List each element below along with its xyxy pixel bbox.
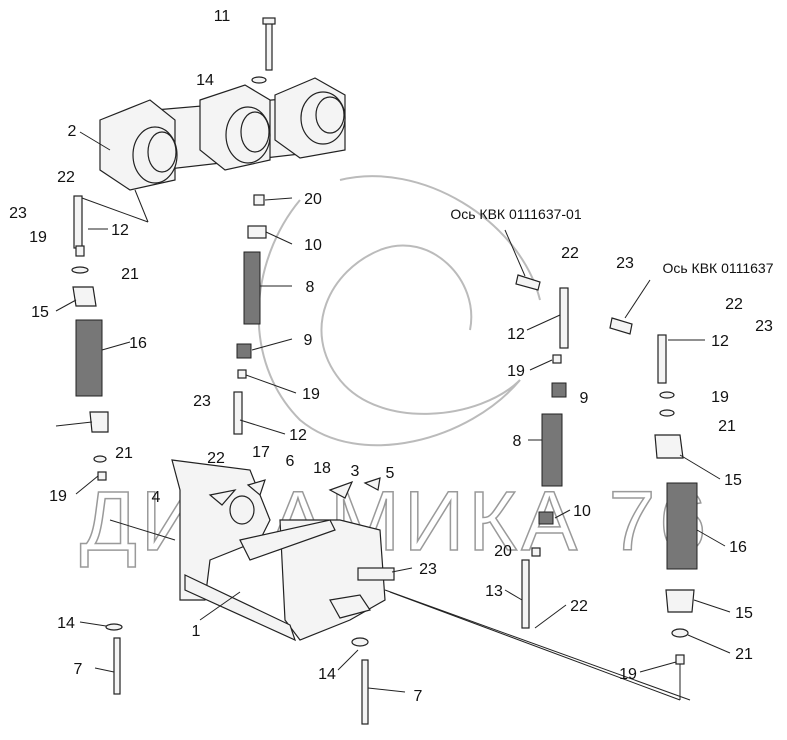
callout-23: 23 — [755, 318, 773, 335]
callout-22: 22 — [725, 296, 743, 313]
callout-15: 15 — [735, 605, 753, 622]
callout-13: 13 — [485, 583, 503, 600]
callout-22: 22 — [57, 169, 75, 186]
watermark-text: ДИНАМИКА 76 — [80, 474, 710, 568]
callout-20: 20 — [304, 191, 322, 208]
bolt-11 — [251, 17, 276, 84]
callout-21: 21 — [735, 646, 753, 663]
callout-22: 22 — [561, 245, 579, 262]
bearing-housings-2 — [99, 77, 346, 191]
callout-15: 15 — [724, 472, 742, 489]
callout-19: 19 — [619, 666, 637, 683]
callout-9: 9 — [304, 332, 313, 349]
callout-9: 9 — [580, 390, 589, 407]
callout-12: 12 — [111, 222, 129, 239]
center-spring-assembly — [233, 194, 267, 435]
callout-23: 23 — [616, 255, 634, 272]
callout-17: 17 — [252, 444, 270, 461]
callout-22: 22 — [207, 450, 225, 467]
callout-10: 10 — [304, 237, 322, 254]
callout-8: 8 — [513, 433, 522, 450]
frame-1 — [171, 459, 395, 642]
callout-21: 21 — [121, 266, 139, 283]
callout-3: 3 — [351, 463, 360, 480]
callout-23: 23 — [419, 561, 437, 578]
callout-21: 21 — [115, 445, 133, 462]
callout-14: 14 — [57, 615, 75, 632]
callout-19: 19 — [29, 229, 47, 246]
callout-21: 21 — [718, 418, 736, 435]
callout-19: 19 — [49, 488, 67, 505]
right-spring-assembly — [609, 317, 698, 665]
bolt-7-center — [351, 637, 369, 725]
callout-14: 14 — [196, 72, 214, 89]
left-spring-assembly — [71, 195, 123, 695]
leader-lines — [55, 131, 731, 701]
callout-11: 11 — [214, 8, 231, 25]
callout-12: 12 — [289, 427, 307, 444]
callout-12: 12 — [507, 326, 525, 343]
callout-12: 12 — [711, 333, 729, 350]
callout-16: 16 — [729, 539, 747, 556]
callout-7: 7 — [74, 661, 83, 678]
callout-labels: 11 14 2 22 23 12 20 10 19 21 8 15 16 9 1… — [9, 8, 774, 705]
callout-19: 19 — [507, 363, 525, 380]
callout-16: 16 — [129, 335, 147, 352]
callout-20: 20 — [494, 543, 512, 560]
callout-2: 2 — [68, 123, 77, 140]
callout-5: 5 — [386, 465, 395, 482]
callout-axle-kvk-0111637: Ось КВК 0111637 — [662, 260, 773, 276]
background-logo — [257, 175, 541, 447]
middle-right-spring-assembly — [515, 274, 569, 629]
callout-10: 10 — [573, 503, 591, 520]
callout-19: 19 — [302, 386, 320, 403]
callout-1: 1 — [192, 623, 201, 640]
callout-19: 19 — [711, 389, 729, 406]
callout-4: 4 — [152, 489, 161, 506]
callout-23: 23 — [9, 205, 27, 222]
callout-15: 15 — [31, 304, 49, 321]
callout-7: 7 — [414, 688, 423, 705]
callout-6: 6 — [286, 453, 295, 470]
callout-14: 14 — [318, 666, 336, 683]
callout-18: 18 — [313, 460, 331, 477]
callout-axle-kvk-0111637-01: Ось КВК 0111637-01 — [450, 206, 581, 222]
callout-23: 23 — [193, 393, 211, 410]
callout-22: 22 — [570, 598, 588, 615]
callout-8: 8 — [306, 279, 315, 296]
